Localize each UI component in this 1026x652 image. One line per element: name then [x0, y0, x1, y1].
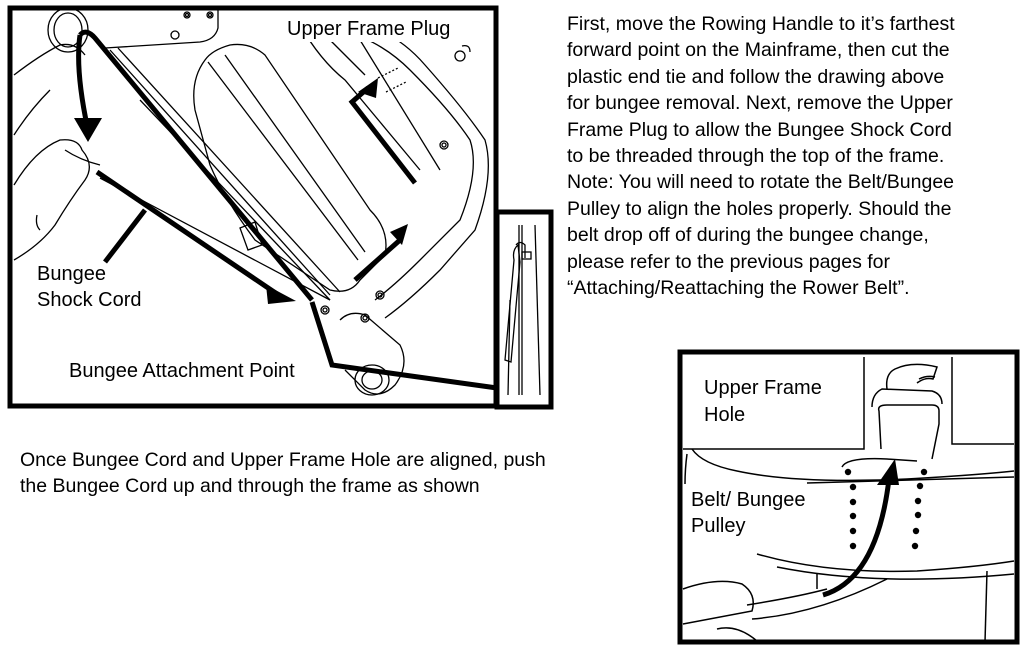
instruction-line: for bungee removal. Next, remove the Upp…: [567, 92, 953, 115]
instruction-line: Frame Plug to allow the Bungee Shock Cor…: [567, 118, 952, 141]
instruction-line: Note: You will need to rotate the Belt/B…: [567, 171, 955, 194]
instruction-line: forward point on the Mainframe, then cut…: [567, 39, 950, 62]
instruction-line: plastic end tie and follow the drawing a…: [567, 65, 945, 88]
label-upper-frame-plug: Upper Frame Plug: [284, 16, 454, 42]
instruction-line: Pulley to align the holes properly. Shou…: [567, 197, 952, 220]
instruction-line: “Attaching/Reattaching the Rower Belt”.: [567, 277, 910, 300]
push-instruction-line: Once Bungee Cord and Upper Frame Hole ar…: [20, 449, 546, 471]
instruction-line: to be threaded through the top of the fr…: [567, 145, 945, 168]
instruction-line: belt drop off of during the bungee chang…: [567, 224, 929, 247]
push-instruction-line: the Bungee Cord up and through the frame…: [20, 475, 480, 498]
label-upper-frame-hole-line1: Upper Frame: [704, 377, 822, 399]
pulley-drawing: [677, 349, 1020, 645]
label-belt-bungee-pulley-line2: Pulley: [691, 515, 746, 537]
instruction-line: First, move the Rowing Handle to it’s fa…: [567, 13, 955, 35]
label-belt-bungee-pulley-line1: Belt/ Bungee: [691, 489, 806, 511]
label-bungee-shock-cord-line2: Shock Cord: [37, 289, 142, 311]
main-figure: Upper Frame Plug Bungee Shock Cord Bunge…: [0, 0, 560, 420]
rower-frame-drawing: [7, 5, 554, 410]
label-bungee-shock-cord-line1: Bungee: [37, 263, 106, 285]
pulley-figure: Upper Frame Hole Belt/ Bungee Pulley: [677, 349, 1022, 647]
label-upper-frame-hole-line2: Hole: [704, 404, 746, 426]
label-bungee-attachment-point: Bungee Attachment Point: [69, 360, 295, 382]
instructions-paragraph: First, move the Rowing Handle to it’s fa…: [567, 11, 1026, 301]
instruction-line: please refer to the previous pages for: [567, 250, 891, 273]
push-instruction: Once Bungee Cord and Upper Frame Hole ar…: [20, 447, 546, 500]
